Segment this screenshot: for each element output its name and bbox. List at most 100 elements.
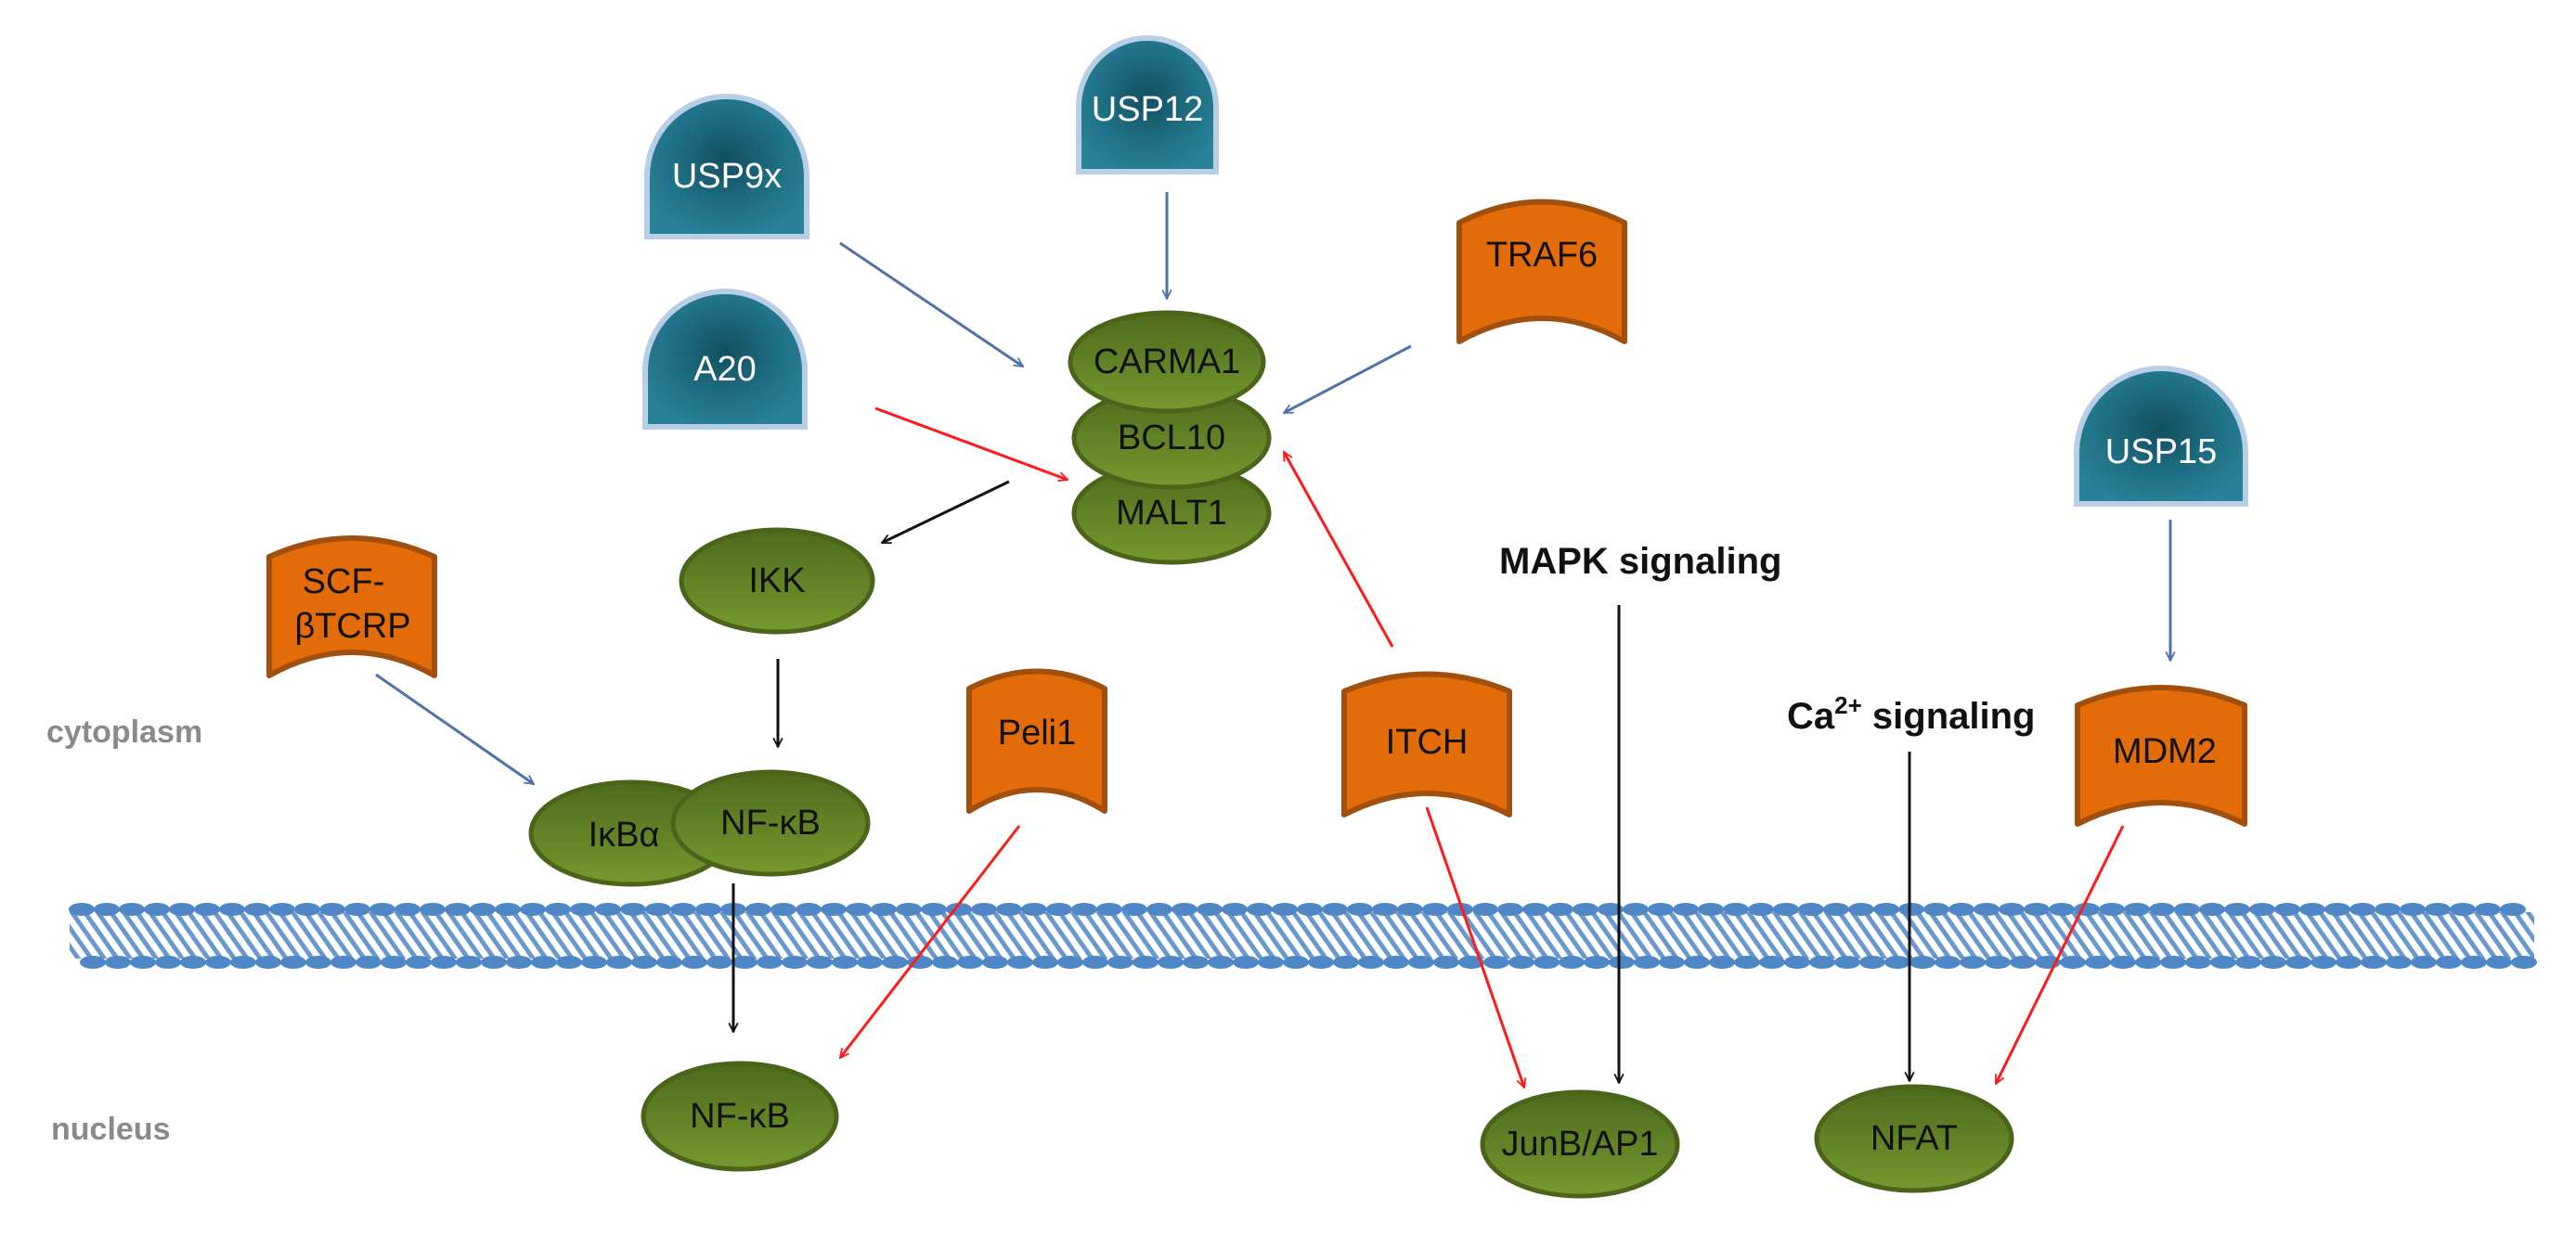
protein-nfat[interactable]: NFAT: [1814, 1084, 2014, 1193]
lipid-head: [2099, 903, 2125, 916]
lipid-head: [1834, 956, 1860, 969]
lipid-head: [1698, 903, 1724, 916]
e3-itch[interactable]: ITCH: [1341, 671, 1512, 818]
lipid-head: [2074, 903, 2100, 916]
lipid-head: [2149, 903, 2175, 916]
lipid-head: [219, 903, 245, 916]
lipid-head: [130, 956, 156, 969]
lipid-head: [1873, 903, 1899, 916]
dub-usp15[interactable]: USP15: [2074, 366, 2248, 507]
protein-nfkb-cytoplasm[interactable]: NF-κB: [670, 769, 871, 877]
arrow-itch-bcl10: [1282, 452, 1394, 648]
region-label-cytoplasm: cytoplasm: [46, 715, 202, 750]
lipid-head: [1183, 956, 1209, 969]
lipid-head: [595, 903, 621, 916]
e3-scf-btcrp[interactable]: SCF- βTCRP: [266, 535, 437, 678]
lipid-head: [1057, 956, 1083, 969]
protein-junb-ap1[interactable]: JunB/AP1: [1480, 1089, 1680, 1199]
e3-label: ITCH: [1386, 723, 1469, 762]
lipid-head: [1358, 956, 1384, 969]
arrow-itch-junb: [1425, 806, 1524, 1088]
lipid-head: [155, 956, 181, 969]
protein-malt1[interactable]: MALT1: [1071, 461, 1272, 565]
lipid-head: [982, 956, 1008, 969]
protein-carma1[interactable]: CARMA1: [1068, 310, 1266, 414]
lipid-head: [2375, 903, 2401, 916]
lipid-head: [1283, 956, 1309, 969]
ca-prefix: Ca: [1787, 696, 1835, 737]
lipid-head: [556, 956, 582, 969]
lipid-head: [431, 956, 457, 969]
e3-traf6[interactable]: TRAF6: [1456, 199, 1627, 344]
ca-suffix: signaling: [1862, 696, 2036, 737]
lipid-head: [1859, 956, 1885, 969]
lipid-head: [1648, 903, 1674, 916]
dub-label: USP15: [2105, 432, 2217, 471]
lipid-head: [1974, 903, 2000, 916]
lipid-head: [1096, 903, 1122, 916]
lipid-head: [80, 956, 106, 969]
protein-nfkb-nucleus[interactable]: NF-κB: [641, 1061, 839, 1172]
lipid-head: [1333, 956, 1359, 969]
lipid-head: [344, 903, 370, 916]
lipid-head: [2500, 903, 2526, 916]
e3-shape: [1341, 671, 1512, 818]
lipid-head: [1522, 903, 1548, 916]
lipid-head: [1634, 956, 1660, 969]
lipid-head: [194, 903, 220, 916]
lipid-head: [406, 956, 432, 969]
lipid-head: [796, 903, 822, 916]
e3-mdm2[interactable]: MDM2: [2075, 685, 2247, 827]
protein-bcl10[interactable]: BCL10: [1071, 386, 1272, 490]
lipid-head: [581, 956, 607, 969]
lipid-head: [907, 956, 933, 969]
lipid-head: [1021, 903, 1047, 916]
dub-usp9x[interactable]: USP9x: [644, 94, 809, 239]
lipid-head: [1985, 956, 2011, 969]
lipid-head: [681, 956, 707, 969]
lipid-head: [1709, 956, 1735, 969]
lipid-head: [1247, 903, 1273, 916]
lipid-head: [1508, 956, 1534, 969]
lipid-head: [445, 903, 471, 916]
protein-ikk[interactable]: IKK: [679, 527, 875, 635]
lipid-head: [2135, 956, 2161, 969]
lipid-head: [1447, 903, 1473, 916]
lipid-head: [1422, 903, 1448, 916]
lipid-head: [1497, 903, 1523, 916]
protein-shape: [641, 1061, 839, 1172]
lipid-head: [1923, 903, 1949, 916]
lipid-head: [2185, 956, 2211, 969]
lipid-head: [1347, 903, 1373, 916]
protein-shape: [1480, 1089, 1680, 1199]
lipid-head: [1408, 956, 1434, 969]
lipid-head: [1433, 956, 1459, 969]
protein-label: BCL10: [1118, 418, 1225, 457]
lipid-head: [957, 956, 983, 969]
lipid-head: [1823, 903, 1849, 916]
lipid-head: [2461, 956, 2487, 969]
dub-a20[interactable]: A20: [642, 289, 808, 430]
lipid-head: [1559, 956, 1585, 969]
lipid-head: [1623, 903, 1649, 916]
lipid-head: [319, 903, 345, 916]
lipid-head: [1208, 956, 1234, 969]
lipid-head: [1534, 956, 1560, 969]
lipid-head: [871, 903, 897, 916]
protein-label: IκBα: [589, 816, 660, 855]
lipid-head: [2124, 903, 2150, 916]
lipid-head: [369, 903, 395, 916]
lipid-head: [2425, 903, 2451, 916]
protein-label: JunB/AP1: [1502, 1125, 1659, 1164]
lipid-head: [1898, 903, 1924, 916]
lipid-head: [1673, 903, 1699, 916]
lipid-head: [821, 903, 847, 916]
lipid-head: [2260, 956, 2286, 969]
lipid-head: [2324, 903, 2350, 916]
lipid-head: [1684, 956, 1710, 969]
e3-peli1[interactable]: Peli1: [966, 668, 1107, 814]
arrow-peli1-nfkb: [840, 825, 1021, 1058]
lipid-head: [570, 903, 596, 916]
lipid-head: [2475, 903, 2501, 916]
dub-usp12[interactable]: USP12: [1076, 35, 1219, 174]
